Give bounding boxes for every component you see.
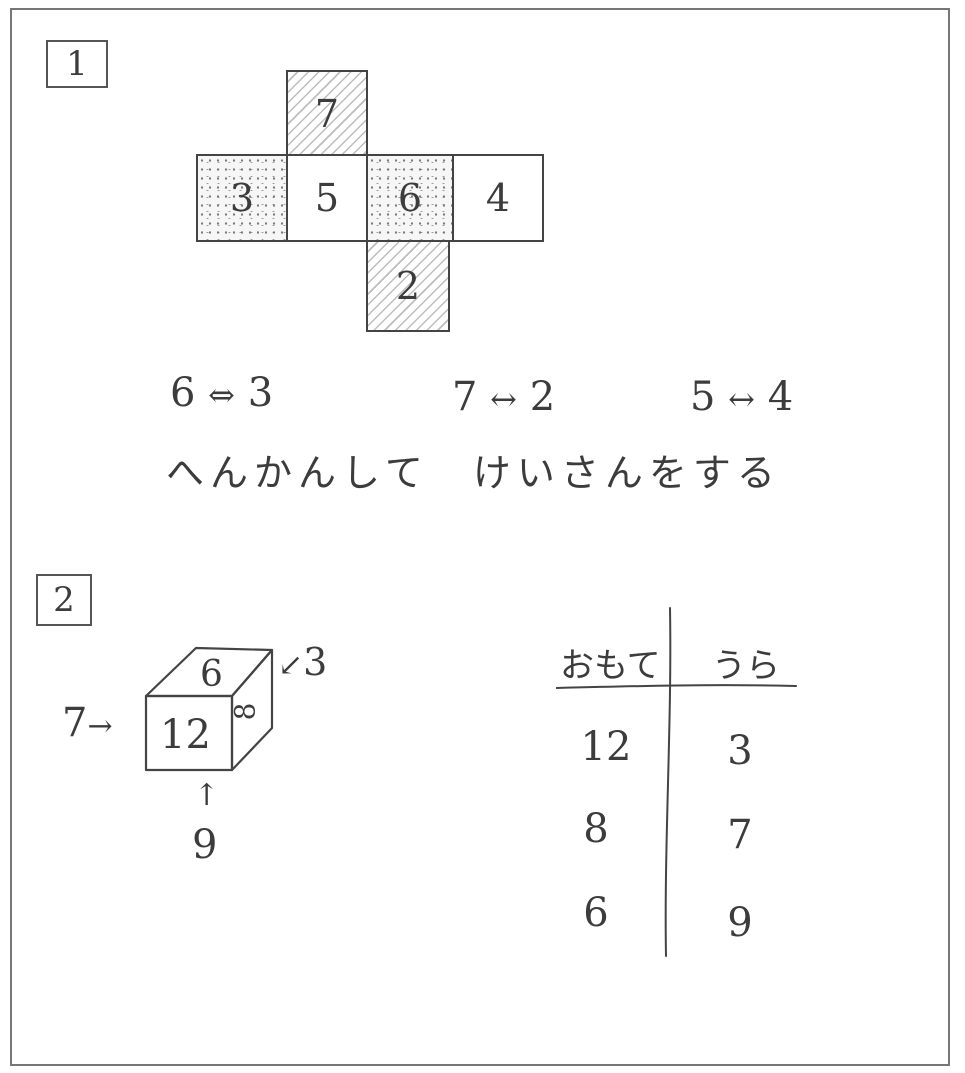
table-header-back: うら (712, 638, 780, 687)
cube-bottom-pointer: 9 (192, 822, 217, 868)
net-face-right-2: 4 (452, 154, 544, 242)
cube-face-top: 6 (200, 654, 223, 695)
cube-bottom-arrow: ↑ (194, 778, 219, 813)
pair-3: 5 ↔ 4 (690, 374, 793, 420)
problem-1-label: 1 (46, 40, 108, 88)
table-cell: 7 (700, 812, 780, 858)
net-face-right-1: 6 (366, 154, 454, 242)
net-face-left: 3 (196, 154, 288, 242)
table-cell: 6 (556, 890, 636, 936)
cube-right-pointer: ↙3 (278, 640, 327, 684)
table-cell: 8 (556, 806, 636, 852)
pair-2: 7 ↔ 2 (452, 374, 555, 420)
table-cell: 9 (700, 900, 780, 946)
table-cell: 12 (566, 724, 646, 770)
table-cell: 3 (700, 728, 780, 774)
net-face-center: 5 (286, 154, 368, 242)
problem-2-label: 2 (36, 574, 92, 626)
cube-left-pointer: 7→ (62, 700, 113, 746)
cube-face-side: 8 (228, 703, 261, 721)
pair-1: 6 ⇔ 3 (170, 370, 273, 416)
table-header-front: おもて (560, 638, 661, 687)
cube-face-front: 12 (160, 712, 211, 758)
net-face-bottom: 2 (366, 240, 450, 332)
net-face-top: 7 (286, 70, 368, 158)
conversion-note: へんかんして けいさんをする (166, 442, 781, 497)
